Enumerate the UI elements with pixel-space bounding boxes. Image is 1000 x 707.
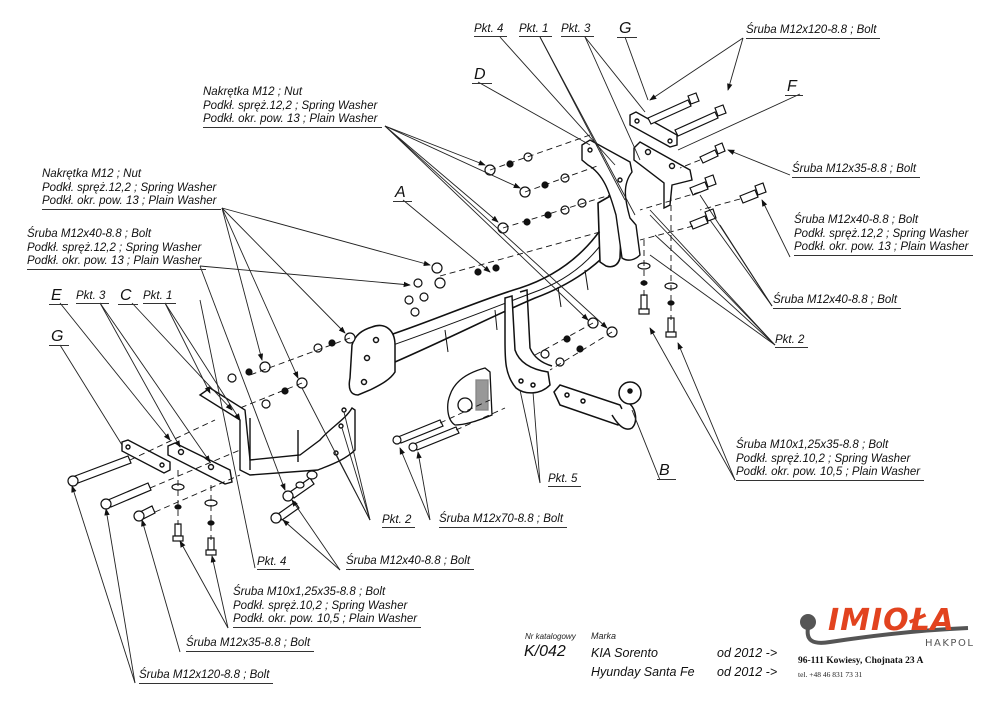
callout-line: Podkł. okr. pow. 13 ; Plain Washer [794, 241, 969, 253]
callout-line: Śruba M12x40-8.8 ; Bolt [794, 214, 919, 226]
part-letter-g-top: G [617, 20, 638, 38]
callout-bolt-m12x35-bottom: Śruba M12x35-8.8 ; Bolt [186, 637, 315, 652]
left-end-plate [348, 324, 396, 396]
part-letter-e: E [49, 287, 68, 305]
bolt-m12x40-right-1 [689, 174, 717, 196]
callout-bolt-m12x40-bottom: Śruba M12x40-8.8 ; Bolt [346, 555, 475, 570]
pkt5-label: Pkt. 5 [548, 473, 582, 487]
callout-line: Śruba M12x40-8.8 ; Bolt [27, 228, 152, 240]
vehicle-model-1: KIA Sorento [591, 646, 658, 660]
callout-bolt-m12x35-right: Śruba M12x35-8.8 ; Bolt [792, 163, 921, 178]
bolt-m12x35-left [133, 505, 156, 522]
bolt-m12x40-right-3 [689, 208, 717, 230]
left-side-bracket-C [198, 387, 356, 476]
main-crossbar-A [389, 194, 623, 363]
bolts-m12x120-left [67, 455, 152, 510]
vehicle-model-2: Hyunday Santa Fe [591, 665, 695, 679]
bolts-m12x70-center [392, 419, 460, 452]
part-letter-f: F [785, 78, 803, 96]
pkt2-label-center: Pkt. 2 [382, 514, 416, 528]
pkt1-label-left: Pkt. 1 [143, 290, 177, 304]
nuts-left-row [227, 332, 356, 409]
callout-line: Nakrętka M12 ; Nut [42, 168, 142, 180]
vehicle-from-2: od 2012 -> [717, 665, 778, 679]
callout-line: Śruba M12x120-8.8 ; Bolt [746, 24, 877, 36]
left-clamp-plate-G [121, 439, 171, 474]
nuts-top-row [484, 152, 587, 234]
callout-line: Podkł. okr. pow. 13 ; Plain Washer [27, 255, 202, 267]
left-spacer-plate-E [167, 442, 233, 485]
callout-nut-set-top: Nakrętka M12 ; Nut Podkł. spręż.12,2 ; S… [203, 86, 382, 128]
bolt-m12x120-top-2 [674, 104, 727, 137]
callout-bolt-m12x40-set-right: Śruba M12x40-8.8 ; Bolt Podkł. spręż.12,… [794, 214, 973, 256]
catalog-number: K/042 [524, 643, 566, 660]
pkt3-label-top: Pkt. 3 [561, 23, 595, 37]
nuts-lower-right [540, 317, 618, 367]
part-letter-d: D [472, 66, 492, 84]
callout-line: Śruba M12x70-8.8 ; Bolt [439, 513, 564, 525]
part-letter-c: C [118, 287, 138, 305]
callout-bolt-m12x120-bottom: Śruba M12x120-8.8 ; Bolt [139, 669, 274, 684]
callout-line: Podkł. spręż.12,2 ; Spring Washer [794, 227, 969, 240]
callout-line: Śruba M12x120-8.8 ; Bolt [139, 669, 270, 681]
pkt1-label-top: Pkt. 1 [519, 23, 553, 37]
nuts-mid-row [404, 262, 500, 317]
leader-lines [59, 36, 801, 684]
right-clamp-plate-G [629, 111, 678, 148]
logo-mark [800, 614, 969, 645]
centre-lines [129, 134, 741, 540]
company-sub-brand: HAKPOL [925, 638, 975, 649]
right-bracket-F [633, 141, 693, 210]
callout-bolt-m12x120-top: Śruba M12x120-8.8 ; Bolt [746, 24, 881, 39]
bolts-m12x40-bottom [270, 470, 318, 524]
callout-line: Podkł. spręż.12,2 ; Spring Washer [42, 181, 217, 194]
pkt4-label-top: Pkt. 4 [474, 23, 508, 37]
pkt3-label-left: Pkt. 3 [76, 290, 110, 304]
right-side-bracket-D [581, 139, 641, 261]
catalog-number-label: Nr katalogowy [525, 632, 576, 641]
callout-bolt-m12x40-set-left: Śruba M12x40-8.8 ; Bolt Podkł. spręż.12,… [27, 228, 206, 270]
company-phone: tel. +48 46 831 73 31 [798, 670, 863, 679]
callout-line: Śruba M12x35-8.8 ; Bolt [186, 637, 311, 649]
part-letter-g-left: G [49, 328, 70, 346]
pkt2-label-right: Pkt. 2 [775, 334, 809, 348]
bolt-m12x35-right [699, 142, 726, 164]
vehicle-from-1: od 2012 -> [717, 646, 778, 660]
callout-bolt-m12x70: Śruba M12x70-8.8 ; Bolt [439, 513, 568, 528]
brand-label: Marka [591, 631, 617, 641]
company-address: 96-111 Kowiesy, Chojnata 23 A [798, 656, 924, 666]
callout-line: Śruba M12x40-8.8 ; Bolt [346, 555, 471, 567]
callout-line: Podkł. spręż.10,2 ; Spring Washer [233, 599, 408, 612]
bolt-m12x40-right-2 [739, 182, 767, 204]
part-letter-a: A [393, 184, 412, 202]
callout-line: Śruba M10x1,25x35-8.8 ; Bolt [736, 439, 889, 451]
callout-line: Śruba M12x40-8.8 ; Bolt [773, 294, 898, 306]
callout-line: Podkł. spręż.12,2 ; Spring Washer [27, 241, 202, 254]
callout-line: Podkł. spręż.12,2 ; Spring Washer [203, 99, 378, 112]
callout-line: Śruba M10x1,25x35-8.8 ; Bolt [233, 586, 386, 598]
callout-line: Śruba M12x35-8.8 ; Bolt [792, 163, 917, 175]
callout-bolt-m10-set-right: Śruba M10x1,25x35-8.8 ; Bolt Podkł. sprę… [736, 439, 925, 481]
callout-line: Podkł. spręż.10,2 ; Spring Washer [736, 452, 911, 465]
ball-hook-B [553, 381, 642, 430]
callout-line: Podkł. okr. pow. 13 ; Plain Washer [42, 195, 217, 207]
callout-line: Podkł. okr. pow. 10,5 ; Plain Washer [736, 466, 921, 478]
callout-bolt-m10-set-bottom: Śruba M10x1,25x35-8.8 ; Bolt Podkł. sprę… [233, 586, 422, 628]
bolt-m12x120-top [647, 92, 700, 125]
callout-line: Podkł. okr. pow. 13 ; Plain Washer [203, 113, 378, 125]
pkt4-label-bottom: Pkt. 4 [257, 556, 291, 570]
company-logo-text: IMIOŁA [828, 603, 955, 638]
callout-line: Podkł. okr. pow. 10,5 ; Plain Washer [233, 613, 418, 625]
callout-nut-set-left: Nakrętka M12 ; Nut Podkł. spręż.12,2 ; S… [42, 168, 221, 210]
part-letter-b: B [657, 462, 676, 480]
callout-bolt-m12x40-right: Śruba M12x40-8.8 ; Bolt [773, 294, 902, 309]
callout-line: Nakrętka M12 ; Nut [203, 86, 303, 98]
drop-plate-bracket [504, 289, 553, 394]
